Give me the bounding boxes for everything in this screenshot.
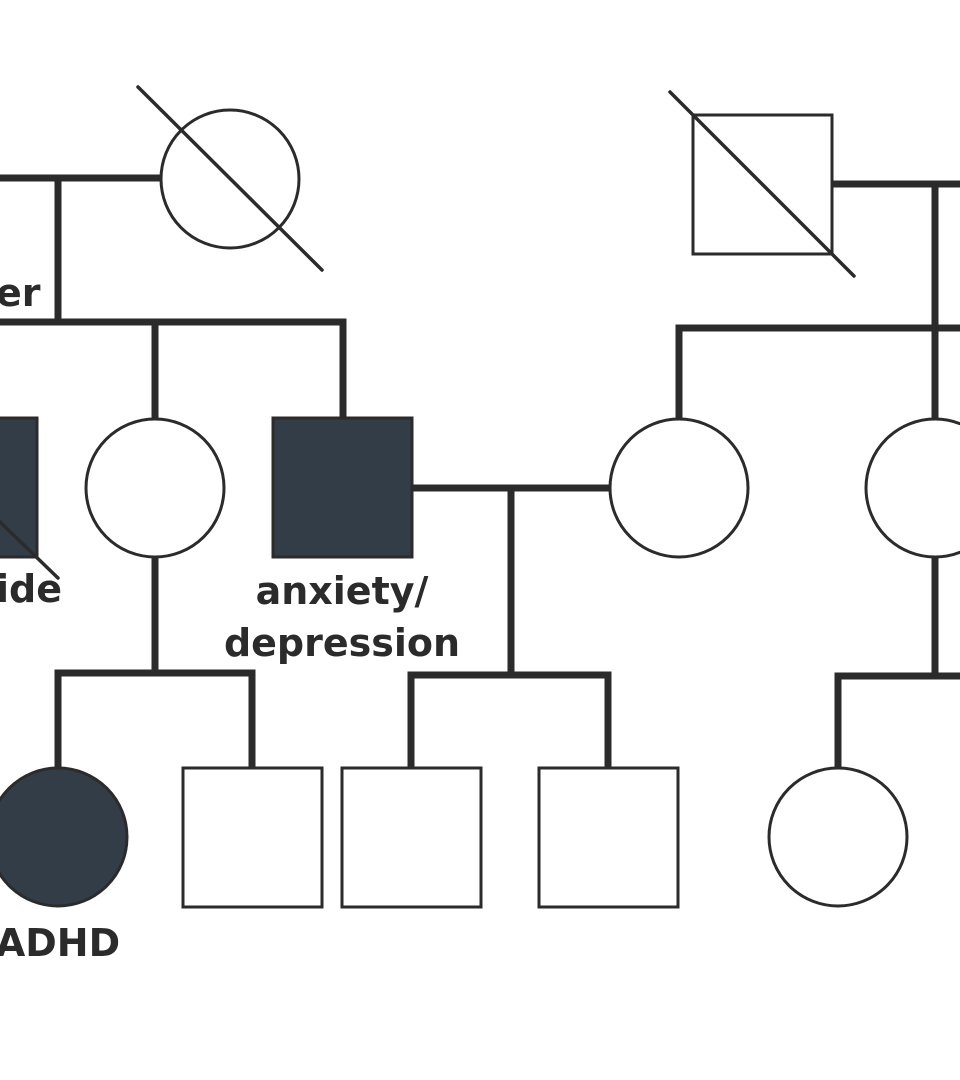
grandfather-maternal	[668, 90, 856, 278]
grandmother-paternal	[136, 85, 324, 272]
cousin-adhd-female-symbol-affected	[0, 766, 129, 908]
cousin-condition-label: ADHD	[0, 921, 120, 965]
aunt-female-symbol	[84, 417, 226, 559]
son1-male-symbol	[340, 766, 483, 909]
partial-label-mid-left: ide	[0, 567, 62, 611]
partial-label-top-left: er	[0, 271, 41, 315]
father-condition-label-line1: anxiety/	[256, 569, 429, 613]
relationship-lines	[0, 174, 960, 772]
uncle-left-partial	[0, 416, 60, 580]
cousin-male-symbol	[181, 766, 324, 909]
maternal-cousin-female-symbol	[767, 766, 909, 908]
deceased-slash	[136, 85, 324, 272]
deceased-slash	[668, 90, 856, 278]
deceased-slash	[0, 520, 60, 580]
father-condition-label-line2: depression	[224, 621, 460, 665]
male-symbol-affected	[0, 416, 39, 559]
maternal-aunt-female-symbol	[864, 417, 960, 559]
mother-female-symbol	[608, 417, 750, 559]
son2-male-symbol	[537, 766, 680, 909]
father-male-symbol-affected	[271, 416, 414, 559]
